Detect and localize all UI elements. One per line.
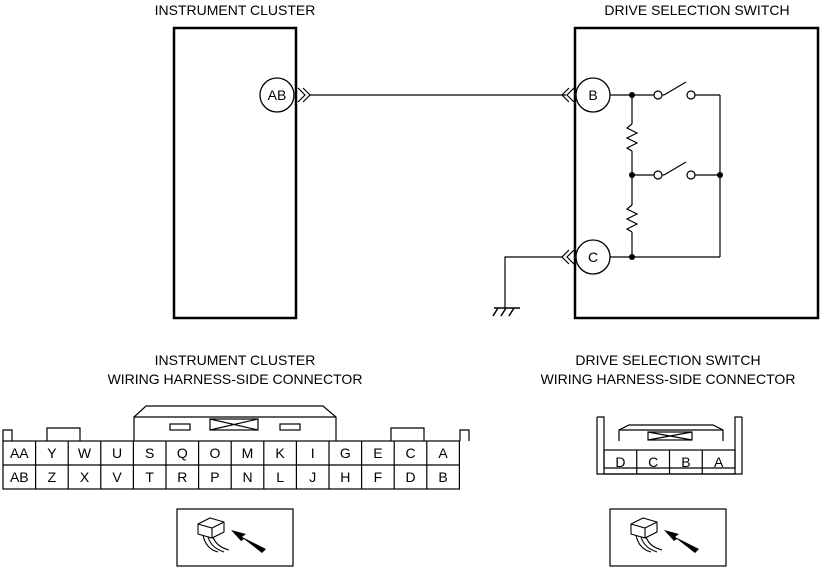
ground-icon <box>492 307 520 317</box>
cluster-pin-k: K <box>275 445 285 461</box>
insertion-arrow-icon <box>231 530 266 553</box>
terminal-b-label: B <box>588 87 597 103</box>
cluster-pin-c: C <box>405 445 415 461</box>
switch-internal-circuit <box>610 81 721 258</box>
cluster-connector-grid <box>2 440 460 490</box>
cluster-pin-b: B <box>438 469 447 485</box>
cluster-pin-t: T <box>145 469 154 485</box>
cluster-connector-title-line1: INSTRUMENT CLUSTER <box>155 352 316 368</box>
cluster-connector-pins: AA Y W U S Q O M K I G E C A AB Z X V T R P N L J H F D B <box>10 445 448 485</box>
cluster-plug-illustration <box>176 508 294 567</box>
cluster-pin-n: N <box>242 469 252 485</box>
cluster-connector-title-line2: WIRING HARNESS-SIDE CONNECTOR <box>108 371 363 387</box>
insertion-arrow-icon <box>664 530 699 553</box>
cluster-pin-y: Y <box>47 445 57 461</box>
cluster-pin-v: V <box>112 469 122 485</box>
cluster-pin-z: Z <box>48 469 57 485</box>
cluster-pin-q: Q <box>177 445 188 461</box>
cluster-connector-housing <box>2 405 470 441</box>
connector-chevron-b <box>561 87 575 103</box>
switch-pin-a: A <box>714 454 724 470</box>
plug-icon <box>197 517 230 553</box>
cluster-pin-e: E <box>373 445 382 461</box>
switch-pin-b: B <box>681 454 690 470</box>
cluster-pin-p: P <box>210 469 219 485</box>
cluster-pin-o: O <box>209 445 220 461</box>
cluster-pin-x: X <box>80 469 90 485</box>
instrument-cluster-box <box>172 26 298 320</box>
terminal-ab: AB <box>259 77 295 113</box>
instrument-cluster-label: INSTRUMENT CLUSTER <box>155 2 316 18</box>
switch-connector-grid <box>603 449 736 475</box>
switch-connector-title-line2: WIRING HARNESS-SIDE CONNECTOR <box>541 371 796 387</box>
terminal-b: B <box>575 77 611 113</box>
cluster-pin-f: F <box>374 469 383 485</box>
cluster-pin-u: U <box>112 445 122 461</box>
switch-contacts <box>653 90 696 180</box>
connector-chevron-ab <box>297 87 311 103</box>
drive-switch-box <box>573 26 820 320</box>
switch-connector-title-line1: DRIVE SELECTION SWITCH <box>575 352 760 368</box>
cluster-pin-w: W <box>78 445 92 461</box>
cluster-pin-d: D <box>405 469 415 485</box>
switch-pin-c: C <box>648 454 658 470</box>
connector-chevron-c <box>561 249 575 265</box>
terminal-c-label: C <box>588 249 598 265</box>
cluster-pin-i: I <box>311 445 315 461</box>
drive-switch-label: DRIVE SELECTION SWITCH <box>604 2 789 18</box>
cluster-pin-l: L <box>276 469 284 485</box>
cluster-pin-ab: AB <box>10 469 29 485</box>
switch-pin-d: D <box>615 454 625 470</box>
cluster-pin-j: J <box>309 469 316 485</box>
cluster-pin-g: G <box>340 445 351 461</box>
cluster-pin-s: S <box>145 445 154 461</box>
cluster-pin-r: R <box>177 469 187 485</box>
cluster-pin-aa: AA <box>10 445 29 461</box>
junction-dots <box>629 92 723 260</box>
cluster-pin-a: A <box>438 445 448 461</box>
plug-icon <box>630 517 663 553</box>
terminal-ab-label: AB <box>268 87 287 103</box>
cluster-pin-m: M <box>242 445 254 461</box>
ground-wire <box>504 256 562 308</box>
switch-plug-illustration <box>609 508 727 567</box>
cluster-pin-h: H <box>340 469 350 485</box>
terminal-c: C <box>575 239 611 275</box>
